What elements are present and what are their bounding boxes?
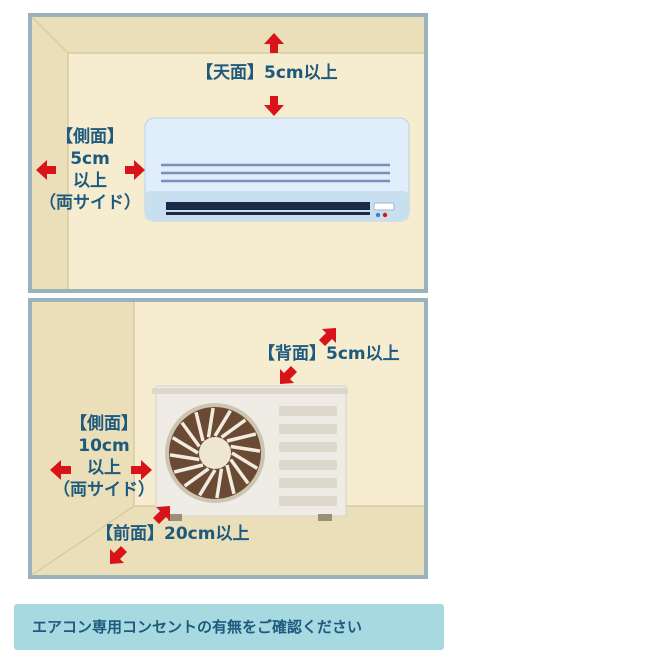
outdoor-unit-panel: 【背面】5cm以上 【側面】 10cm 以上 （両サイド） 【前面】20cm以上: [28, 298, 428, 579]
fan-blade: [173, 463, 204, 474]
indoor-ceiling: [32, 17, 424, 53]
arrow-up-icon: [264, 33, 284, 53]
unit-foot: [168, 514, 182, 521]
arrow-left-icon: [50, 460, 71, 480]
arrow-up-right-icon: [153, 506, 170, 524]
fan-blade: [215, 468, 224, 499]
fan-blade: [231, 451, 259, 470]
fan-blade: [220, 418, 247, 439]
fan-blade: [180, 421, 201, 448]
indoor-unit-panel: 【天面】5cm以上 【側面】 5cm 以上 （両サイド）: [28, 13, 428, 293]
arrow-down-left-icon: [280, 366, 297, 384]
fan-blade: [206, 407, 215, 438]
side-clearance-label-suffix: 以上: [87, 458, 121, 478]
air-outlet: [166, 202, 370, 210]
vent-slats: [279, 406, 337, 506]
fan-blade: [194, 411, 205, 442]
fan-blade: [226, 432, 257, 443]
outlet-notice: エアコン専用コンセントの有無をご確認ください: [14, 604, 444, 650]
fan-blade: [225, 464, 236, 495]
front-clearance-label: 【前面】20cm以上: [96, 524, 250, 544]
outdoor-side-wall: [32, 302, 134, 575]
fan-blade: [198, 469, 217, 497]
arrow-down-left-icon: [110, 546, 127, 564]
arrow-up-right-icon: [319, 328, 336, 346]
unit-foot: [318, 514, 332, 521]
fan-blade: [183, 467, 210, 488]
indoor-side-wall: [32, 17, 68, 289]
side-clearance-label-suffix: 以上: [73, 171, 107, 191]
side-clearance-label-value: 5cm: [70, 149, 110, 169]
fan-icon: [165, 403, 265, 503]
fan-blade: [230, 444, 261, 453]
back-clearance-label: 【背面】5cm以上: [258, 344, 400, 364]
outdoor-floor: [32, 506, 424, 575]
arrow-right-icon: [125, 160, 145, 180]
indicator-led-icon: [375, 212, 381, 218]
indoor-ac-unit: [144, 117, 410, 222]
fan-blade: [229, 458, 250, 485]
side-clearance-label-value: 10cm: [78, 436, 130, 456]
arrow-right-icon: [131, 460, 152, 480]
outdoor-room-illustration: [28, 298, 428, 579]
indicator-led-icon: [382, 212, 388, 218]
display-panel: [373, 202, 395, 211]
side-clearance-label-heading: 【側面】: [70, 414, 138, 434]
fan-blade: [169, 453, 200, 462]
arrow-left-icon: [36, 160, 56, 180]
top-clearance-label: 【天面】5cm以上: [196, 63, 338, 83]
arrow-down-icon: [264, 96, 284, 116]
side-clearance-label-note: （両サイド）: [53, 480, 155, 500]
indoor-room-illustration: [28, 13, 428, 293]
side-clearance-label-heading: 【側面】: [56, 127, 124, 147]
fan-blade: [171, 436, 199, 455]
outdoor-ac-unit: [152, 385, 348, 521]
fan-blade: [213, 409, 232, 437]
side-clearance-label-note: （両サイド）: [39, 193, 141, 213]
